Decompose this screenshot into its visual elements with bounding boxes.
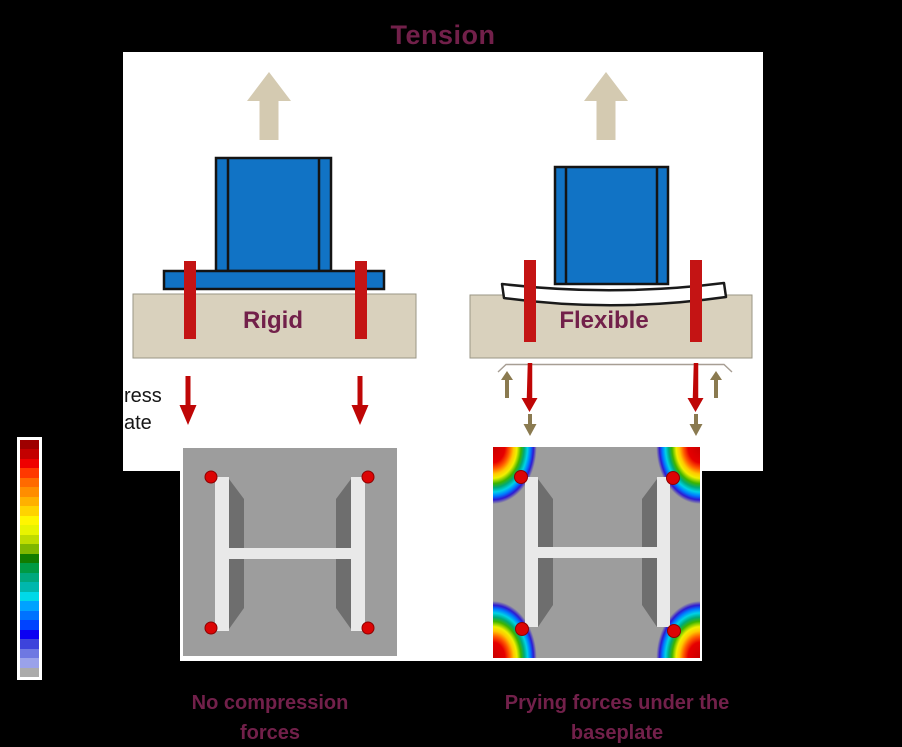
colorbar-segment [20,553,39,564]
colorbar-segment [20,544,39,554]
anchor-bolt-dot [204,470,218,484]
flexible-label: Flexible [559,307,649,334]
flange-shadow [229,479,244,548]
page-title: Tension [390,20,496,50]
colorbar-segment [20,525,39,535]
colorbar-segment [20,572,39,583]
flange-shadow [229,559,244,629]
clipped-side-note: ress ate [124,383,162,437]
anchor-bolt-dot [667,624,681,638]
colorbar-segment [20,591,39,602]
h-flange-left [215,477,229,631]
anchor-bolt-dot [514,470,528,484]
flange-shadow [642,479,657,547]
bolt-reaction-arrow-down-icon [523,414,537,436]
caption-no-compression: No compression forces [191,692,349,744]
prying-arrow-up-icon [501,371,513,398]
column-rigid [214,156,333,273]
colorbar-segment [20,515,39,526]
h-web [538,547,657,558]
colorbar-segment [20,667,39,678]
anchor-bolt [355,261,367,339]
anchor-bolt-dot [515,622,529,636]
h-web [229,548,351,559]
contour-plot-rigid [183,448,397,656]
side-note-line1: ress [124,385,162,407]
colorbar-segment [20,610,39,621]
flange-shadow [642,558,657,627]
anchor-bolt [690,260,702,342]
anchor-bolt-dot [204,621,218,635]
baseplate-rigid [162,269,386,291]
h-flange-right [351,477,365,631]
bolt-force-arrow-down-icon [687,363,704,412]
colorbar-segment [20,440,39,450]
stress-colorbar-legend [17,437,42,680]
flange-shadow [538,558,553,627]
colorbar-segment [20,658,39,668]
colorbar-segment [20,506,39,516]
colorbar-segment [20,620,39,630]
flange-shadow [538,479,553,547]
colorbar-segment [20,639,39,649]
h-flange-left [525,477,538,627]
colorbar-segment [20,496,39,507]
uplift-arrow-up-icon [247,72,291,140]
bolt-reaction-arrow-down-icon [689,414,703,436]
anchor-bolt [184,261,196,339]
colorbar-segment [20,534,39,545]
colorbar-segment [20,487,39,497]
concrete-block-rigid [132,293,417,359]
bolt-force-arrow-down-icon [521,363,538,412]
colorbar-segment [20,601,39,611]
colorbar-segment [20,648,39,659]
anchor-bolt-dot [666,471,680,485]
concrete-block-flexible [469,294,753,359]
colorbar-segment [20,582,39,592]
bolt-force-arrow-down-icon [179,376,197,425]
contour-plot-flexible [493,447,700,658]
colorbar-segment [20,477,39,488]
side-note-line2: ate [124,412,152,434]
baseplate-flexible-bent [500,281,728,307]
rigid-label: Rigid [243,307,303,334]
deformed-plate-outline [497,363,733,373]
h-section-flexible [514,470,681,638]
uplift-arrow-up-icon [584,72,628,140]
anchor-bolt-dot [361,470,375,484]
h-flange-right [657,477,670,627]
anchor-bolt [524,260,536,342]
flange-shadow [336,479,351,548]
colorbar-segment [20,629,39,640]
anchor-bolt-dot [361,621,375,635]
colorbar-segment [20,468,39,478]
caption-prying-forces: Prying forces under the baseplate [504,692,730,744]
flange-shadow [336,559,351,629]
bolt-force-arrow-down-icon [351,376,369,425]
colorbar-segment [20,458,39,469]
column-flexible [553,165,670,286]
prying-arrow-up-icon [710,371,722,398]
colorbar-segment [20,449,39,459]
colorbar-segment [20,563,39,573]
h-section-rigid [204,470,375,635]
